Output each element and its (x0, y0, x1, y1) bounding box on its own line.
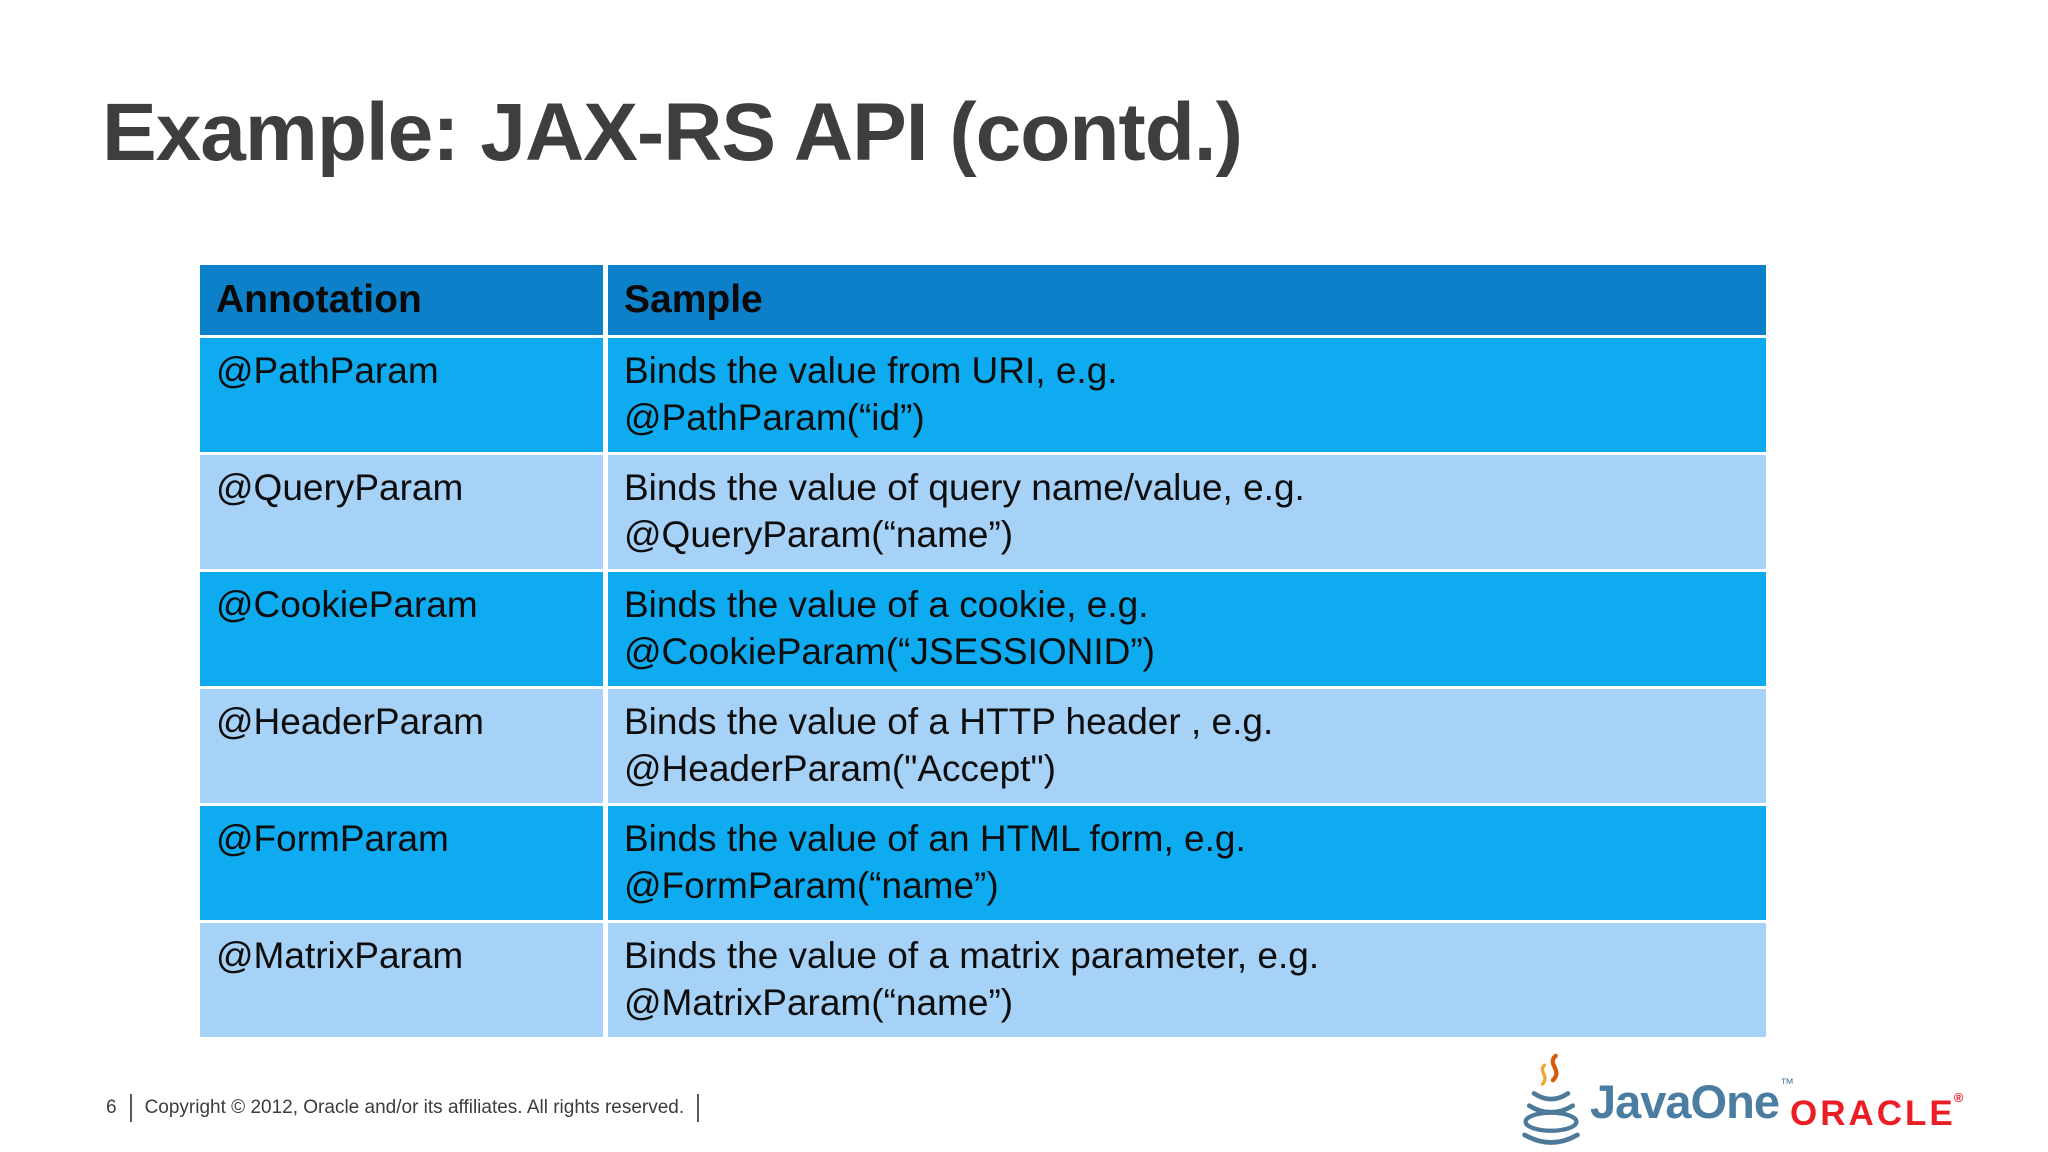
javaone-trademark: ™ (1779, 1075, 1794, 1091)
sample-line-2: @FormParam(“name”) (624, 865, 999, 906)
slide-title: Example: JAX-RS API (contd.) (102, 87, 1243, 178)
annotation-cell: @QueryParam (200, 455, 603, 569)
oracle-registered-mark: ® (1953, 1090, 1967, 1105)
oracle-logo: ORACLE® (1790, 1090, 1968, 1134)
table-header-sample: Sample (608, 265, 1766, 335)
sample-cell: Binds the value of query name/value, e.g… (608, 455, 1766, 569)
annotation-cell: @HeaderParam (200, 689, 603, 803)
footer-divider (697, 1094, 700, 1122)
sample-line-1: Binds the value from URI, e.g. (624, 350, 1118, 391)
sample-line-2: @PathParam(“id”) (624, 397, 925, 438)
footer-divider (129, 1094, 132, 1122)
annotations-table: Annotation Sample @PathParam Binds the v… (200, 265, 1766, 1037)
page-number: 6 (106, 1097, 117, 1118)
javaone-logo: JavaOne ™ (1518, 1052, 1794, 1150)
sample-cell: Binds the value of a cookie, e.g. @Cooki… (608, 572, 1766, 686)
sample-line-2: @MatrixParam(“name”) (624, 982, 1014, 1023)
sample-cell: Binds the value of a matrix parameter, e… (608, 923, 1766, 1037)
sample-line-2: @QueryParam(“name”) (624, 514, 1014, 555)
java-cup-icon (1522, 1053, 1580, 1145)
sample-cell: Binds the value of a HTTP header , e.g. … (608, 689, 1766, 803)
annotation-cell: @FormParam (200, 806, 603, 920)
table-body: @PathParam Binds the value from URI, e.g… (200, 338, 1766, 1037)
table-header-row: Annotation Sample (200, 265, 1766, 335)
annotation-cell: @CookieParam (200, 572, 603, 686)
sample-line-1: Binds the value of a matrix parameter, e… (624, 935, 1320, 976)
javaone-wordmark: JavaOne (1590, 1074, 1780, 1128)
copyright-text: Copyright © 2012, Oracle and/or its affi… (144, 1097, 685, 1118)
sample-line-1: Binds the value of an HTML form, e.g. (624, 818, 1246, 859)
table-row: @CookieParam Binds the value of a cookie… (200, 572, 1766, 686)
sample-line-1: Binds the value of query name/value, e.g… (624, 467, 1305, 508)
table-header-annotation: Annotation (200, 265, 603, 335)
sample-cell: Binds the value from URI, e.g. @PathPara… (608, 338, 1766, 452)
table-row: @PathParam Binds the value from URI, e.g… (200, 338, 1766, 452)
slide-footer: 6 Copyright © 2012, Oracle and/or its af… (106, 1094, 700, 1122)
sample-line-1: Binds the value of a cookie, e.g. (624, 584, 1149, 625)
oracle-wordmark: ORACLE (1790, 1094, 1956, 1133)
annotation-cell: @PathParam (200, 338, 603, 452)
sample-line-2: @HeaderParam("Accept") (624, 748, 1056, 789)
annotation-cell: @MatrixParam (200, 923, 603, 1037)
table-row: @MatrixParam Binds the value of a matrix… (200, 923, 1766, 1037)
table-row: @FormParam Binds the value of an HTML fo… (200, 806, 1766, 920)
sample-cell: Binds the value of an HTML form, e.g. @F… (608, 806, 1766, 920)
table-row: @HeaderParam Binds the value of a HTTP h… (200, 689, 1766, 803)
table-row: @QueryParam Binds the value of query nam… (200, 455, 1766, 569)
sample-line-1: Binds the value of a HTTP header , e.g. (624, 701, 1274, 742)
sample-line-2: @CookieParam(“JSESSIONID”) (624, 631, 1155, 672)
